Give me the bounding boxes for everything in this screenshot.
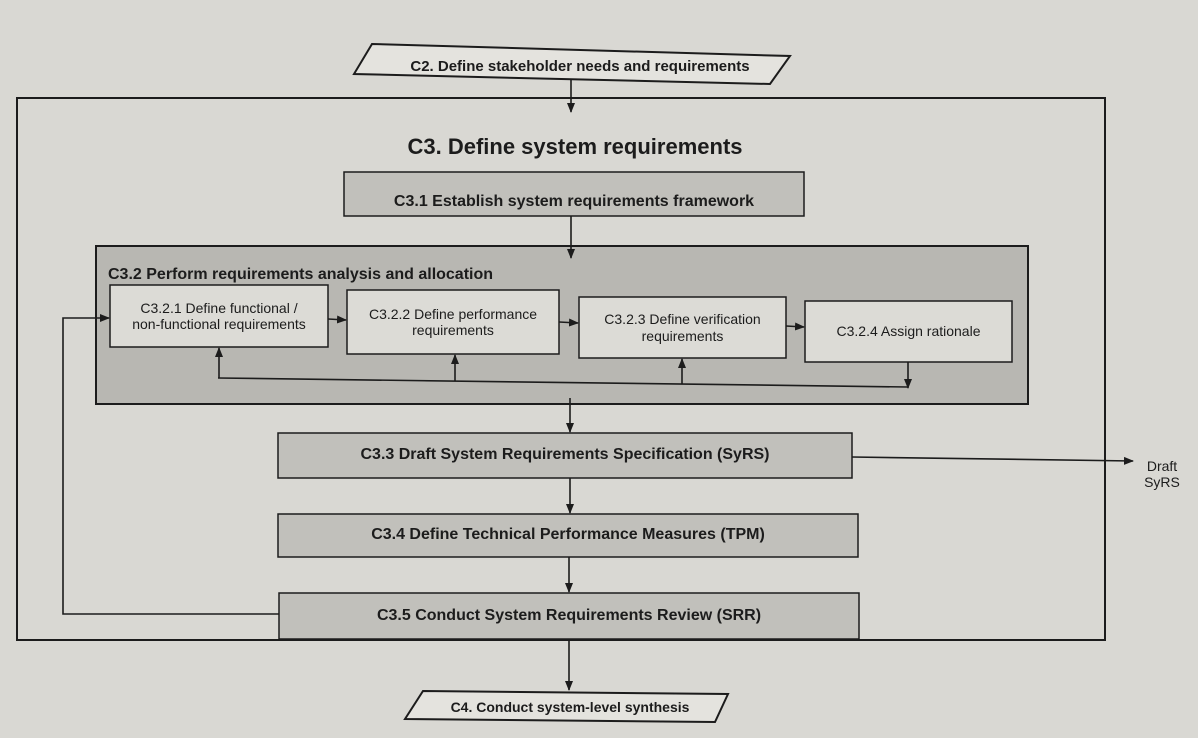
output-label: C4. Conduct system-level synthesis bbox=[450, 698, 690, 715]
input-label: C2. Define stakeholder needs and require… bbox=[410, 58, 750, 76]
c321-line2: non-functional requirements bbox=[132, 316, 306, 332]
input-parallelogram bbox=[352, 42, 792, 86]
c324-label: C3.2.4 Assign rationale bbox=[836, 323, 981, 340]
c31-label: C3.1 Establish system requirements frame… bbox=[393, 192, 755, 210]
c31-box bbox=[343, 171, 805, 217]
c33-box bbox=[277, 432, 853, 479]
c324-box bbox=[804, 300, 1013, 363]
c323-label: C3.2.3 Define verification requirements bbox=[579, 297, 786, 358]
draft-syrs-label: Draft SyRS bbox=[1132, 454, 1192, 494]
c35-label: C3.5 Conduct System Requirements Review … bbox=[376, 606, 762, 624]
c34-label: C3.4 Define Technical Performance Measur… bbox=[371, 526, 765, 544]
output-parallelogram bbox=[403, 689, 730, 724]
feedback-line bbox=[217, 377, 909, 388]
c322-label: C3.2.2 Define performance requirements bbox=[347, 290, 559, 354]
c321-box bbox=[109, 284, 329, 348]
c33-label: C3.3 Draft System Requirements Specifica… bbox=[360, 446, 770, 464]
c3-title: C3. Define system requirements bbox=[407, 134, 743, 160]
c3-container bbox=[16, 97, 1106, 641]
loop-c35-to-c321 bbox=[62, 314, 279, 615]
arrow-c322-to-c323 bbox=[558, 318, 579, 327]
c322-line1: C3.2.2 Define performance bbox=[368, 305, 538, 322]
draft-syrs-line2: SyRS bbox=[1144, 474, 1180, 490]
c321-label: C3.2.1 Define functional / non-functiona… bbox=[110, 285, 328, 347]
arrow-c33-to-draft-syrs bbox=[851, 456, 1134, 465]
arrow-c323-to-c324 bbox=[785, 322, 805, 331]
c34-box bbox=[277, 513, 859, 558]
c323-line2: requirements bbox=[641, 327, 724, 344]
draft-syrs-line1: Draft bbox=[1146, 457, 1178, 474]
c35-box bbox=[278, 592, 860, 640]
arrow-c321-to-c322 bbox=[327, 315, 347, 324]
c323-box bbox=[578, 296, 787, 359]
c32-title: C3.2 Perform requirements analysis and a… bbox=[108, 265, 494, 283]
c321-line1: C3.2.1 Define functional / bbox=[140, 299, 298, 316]
c322-line2: requirements bbox=[412, 322, 494, 338]
c323-line1: C3.2.3 Define verification bbox=[604, 311, 761, 328]
